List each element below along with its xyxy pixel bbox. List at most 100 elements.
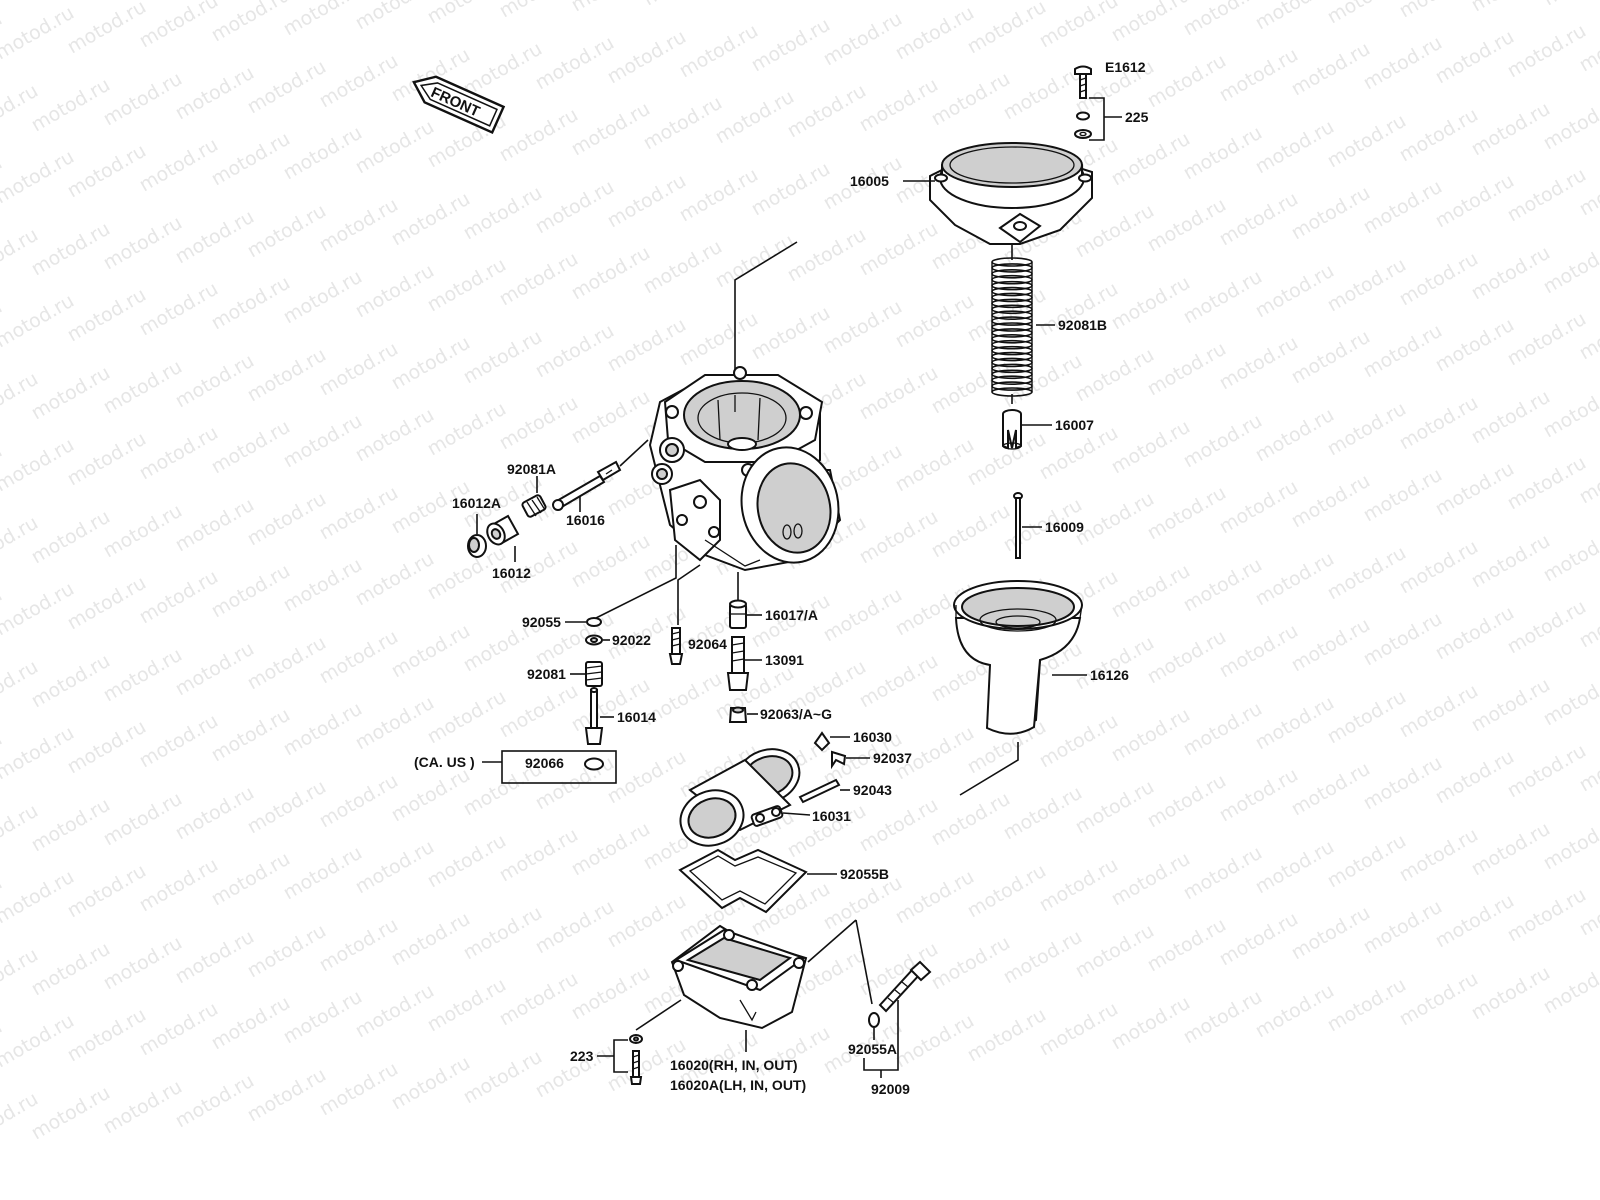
label-92066: 92066 [525, 755, 564, 771]
watermark-text: motod.ru [316, 914, 402, 977]
watermark-text: motod.ru [172, 62, 258, 125]
part-225-screw [1074, 65, 1092, 139]
watermark-text: motod.ru [1216, 44, 1302, 107]
watermark-text: motod.ru [136, 134, 222, 197]
watermark-text: motod.ru [496, 392, 582, 455]
watermark-text: motod.ru [1324, 686, 1410, 749]
watermark-text: motod.ru [496, 680, 582, 743]
watermark-text: motod.ru [568, 242, 654, 305]
watermark-text: motod.ru [1216, 476, 1302, 539]
watermark-text: motod.ru [388, 764, 474, 827]
watermark-text: motod.ru [1252, 260, 1338, 323]
label-92081A: 92081A [507, 461, 556, 477]
watermark-text: motod.ru [100, 68, 186, 131]
watermark-text: motod.ru [1540, 0, 1600, 10]
label-16007: 16007 [1055, 417, 1094, 433]
part-16012A-cap [467, 534, 487, 558]
part-92081A-spring [521, 494, 547, 518]
watermark-text: motod.ru [136, 566, 222, 629]
watermark-text: motod.ru [1252, 836, 1338, 899]
label-16020: 16020(RH, IN, OUT) [670, 1057, 798, 1073]
watermark-text: motod.ru [640, 92, 726, 155]
watermark-text: motod.ru [1504, 740, 1590, 803]
watermark-text: motod.ru [136, 710, 222, 773]
watermark-text: motod.ru [316, 626, 402, 689]
part-16009-jet-needle [1013, 492, 1023, 559]
part-16012-washer [486, 514, 520, 546]
watermark-text: motod.ru [1360, 176, 1446, 239]
label-16020A: 16020A(LH, IN, OUT) [670, 1077, 806, 1093]
watermark-text: motod.ru [568, 674, 654, 737]
part-92055B-gasket [678, 848, 808, 914]
watermark-text: motod.ru [1288, 326, 1374, 389]
watermark-text: motod.ru [352, 836, 438, 899]
watermark-text: motod.ru [928, 68, 1014, 131]
watermark-text: motod.ru [460, 1046, 546, 1109]
watermark-text: motod.ru [1072, 632, 1158, 695]
watermark-text: motod.ru [172, 206, 258, 269]
watermark-text: motod.ru [1396, 392, 1482, 455]
watermark-text: motod.ru [856, 74, 942, 137]
watermark-text: motod.ru [1360, 896, 1446, 959]
watermark-text: motod.ru [604, 170, 690, 233]
watermark-text: motod.ru [0, 866, 78, 929]
watermark-text: motod.ru [1432, 746, 1518, 809]
watermark-text: motod.ru [244, 1064, 330, 1127]
watermark-text: motod.ru [0, 1010, 78, 1073]
watermark-text: motod.ru [1144, 914, 1230, 977]
watermark-text: motod.ru [64, 0, 150, 58]
label-16012A: 16012A [452, 495, 501, 511]
watermark-text: motod.ru [1324, 254, 1410, 317]
watermark-text: motod.ru [1432, 458, 1518, 521]
watermark-text: motod.ru [712, 0, 798, 4]
label-16012: 16012 [492, 565, 531, 581]
watermark-text: motod.ru [64, 1004, 150, 1067]
watermark-text: motod.ru [928, 788, 1014, 851]
watermark-text: motod.ru [244, 200, 330, 263]
watermark-text: motod.ru [1396, 824, 1482, 887]
part-16007-needle-holder [1002, 409, 1022, 450]
watermark-text: motod.ru [100, 500, 186, 563]
watermark-text: motod.ru [280, 842, 366, 905]
watermark-text: motod.ru [64, 284, 150, 347]
watermark-text: motod.ru [352, 260, 438, 323]
watermark-text: motod.ru [28, 362, 114, 425]
watermark-text: motod.ru [748, 302, 834, 365]
watermark-text: motod.ru [28, 1082, 114, 1145]
label-92055: 92055 [522, 614, 561, 630]
watermark-text: motod.ru [136, 854, 222, 917]
watermark-text: motod.ru [1108, 704, 1194, 767]
watermark-text: motod.ru [1180, 266, 1266, 329]
watermark-text: motod.ru [28, 650, 114, 713]
watermark-text: motod.ru [1252, 548, 1338, 611]
label-92081: 92081 [527, 666, 566, 682]
watermark-text: motod.ru [0, 722, 78, 785]
watermark-text: motod.ru [244, 488, 330, 551]
watermark-text: motod.ru [1036, 854, 1122, 917]
watermark-text: motod.ru [100, 788, 186, 851]
watermark-text: motod.ru [1432, 170, 1518, 233]
watermark-text: motod.ru [1216, 620, 1302, 683]
part-16016-pilot-screw [552, 460, 622, 511]
watermark-text: motod.ru [64, 140, 150, 203]
watermark-text: motod.ru [1504, 20, 1590, 83]
watermark-text: motod.ru [892, 866, 978, 929]
watermark-text: motod.ru [352, 980, 438, 1043]
watermark-text: motod.ru [1072, 776, 1158, 839]
label-16126: 16126 [1090, 667, 1129, 683]
label-13091: 13091 [765, 652, 804, 668]
watermark-text: motod.ru [1324, 110, 1410, 173]
watermark-text: motod.ru [280, 554, 366, 617]
watermark-text: motod.ru [1180, 986, 1266, 1049]
watermark-text: motod.ru [1468, 818, 1554, 881]
watermark-text: motod.ru [1216, 332, 1302, 395]
watermark-text: motod.ru [604, 314, 690, 377]
watermark-text: motod.ru [712, 86, 798, 149]
watermark-text: motod.ru [1108, 272, 1194, 335]
watermark-text: motod.ru [172, 350, 258, 413]
watermark-text: motod.ru [568, 98, 654, 161]
watermark-text: motod.ru [1468, 386, 1554, 449]
part-16126-vacuum-piston [953, 580, 1083, 735]
watermark-text: motod.ru [1432, 26, 1518, 89]
part-16031-float [679, 748, 801, 847]
